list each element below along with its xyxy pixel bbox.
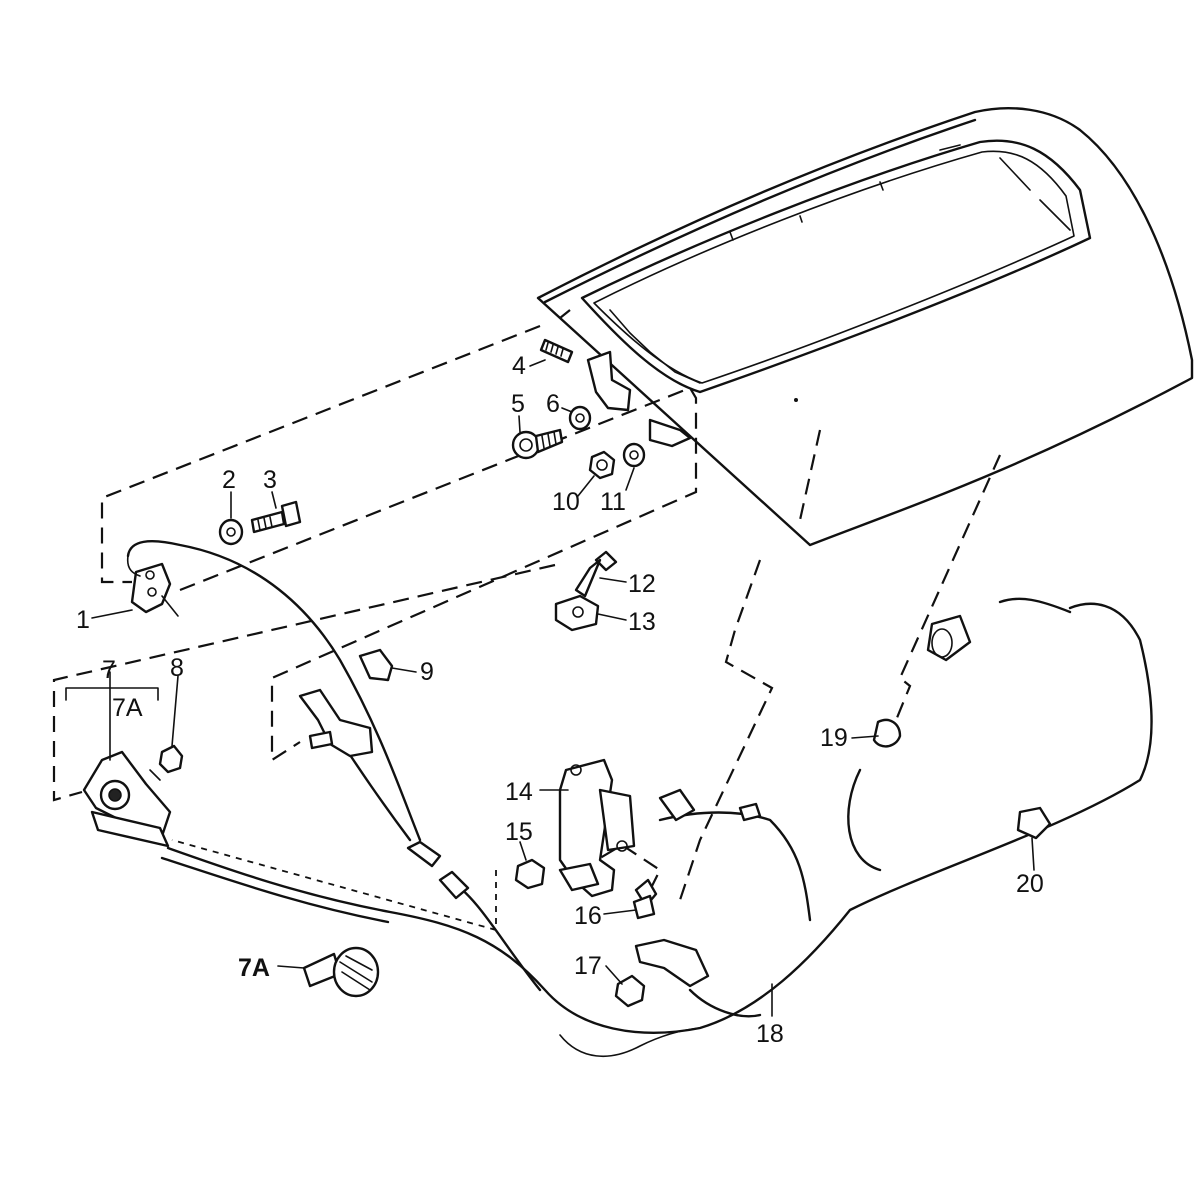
callout-13: 13 <box>628 608 656 636</box>
callout-15: 15 <box>505 818 533 846</box>
callout-17: 17 <box>574 952 602 980</box>
callout-11: 11 <box>600 488 626 516</box>
nut-17 <box>614 938 710 1008</box>
callout-10: 10 <box>552 488 580 516</box>
nut-15 <box>514 858 546 890</box>
callout-2: 2 <box>222 466 236 494</box>
bracket-7a <box>65 687 159 701</box>
cable-connectors <box>406 614 1052 900</box>
callout-4: 4 <box>512 352 526 380</box>
leader-lines <box>91 359 1035 1017</box>
callout-7: 7 <box>102 656 116 684</box>
callout-7a-part: 7A <box>238 954 270 982</box>
callout-3: 3 <box>263 466 277 494</box>
callout-12: 12 <box>628 570 656 598</box>
nut-8 <box>158 744 184 774</box>
callout-8: 8 <box>170 654 184 682</box>
knob-7a <box>302 946 380 998</box>
clip-9 <box>298 648 394 758</box>
callout-1: 1 <box>76 606 90 634</box>
cables <box>126 539 1153 1058</box>
screw-16 <box>632 878 658 920</box>
callout-19: 19 <box>820 724 848 752</box>
callout-9: 9 <box>420 658 434 686</box>
lock-14 <box>558 758 636 898</box>
callout-14: 14 <box>505 778 533 806</box>
actuator-7 <box>82 750 172 848</box>
left-bracket <box>130 562 179 617</box>
hinge-hardware <box>218 338 692 632</box>
callout-18: 18 <box>756 1020 784 1048</box>
callout-labels: 1 2 3 4 5 6 7 7A 7A 8 9 10 11 12 13 14 1… <box>76 352 1044 1048</box>
rear-lid <box>536 107 1194 547</box>
callout-20: 20 <box>1016 870 1044 898</box>
callout-5: 5 <box>511 390 525 418</box>
callout-7a-bracket: 7A <box>112 694 143 722</box>
callout-6: 6 <box>546 390 560 418</box>
callout-16: 16 <box>574 902 602 930</box>
